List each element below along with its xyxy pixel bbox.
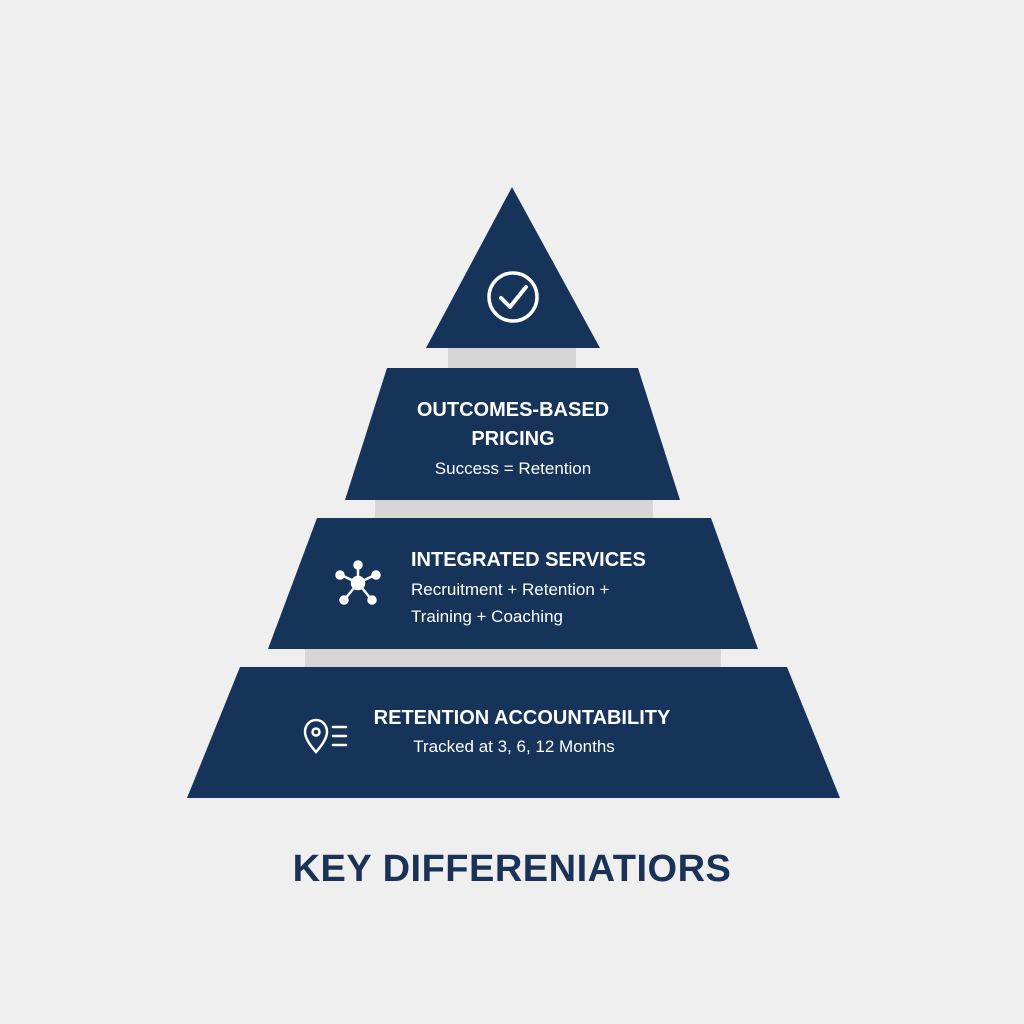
tier-gap-3 [305,649,721,667]
check-circle-icon [487,271,539,323]
tier-integrated-services [268,518,758,649]
network-hub-icon [335,560,381,605]
location-list-icon [303,718,348,754]
tier-gap-1 [448,348,576,368]
tier3-subtitle-line2: Training + Coaching [411,607,563,626]
diagram-title: KEY DIFFERENIATIORS [292,848,732,890]
tier3-title: INTEGRATED SERVICES [411,549,646,571]
tier2-title-line1: OUTCOMES-BASED [417,399,609,421]
tier2-subtitle: Success = Retention [435,459,591,478]
tier4-title: RETENTION ACCOUNTABILITY [374,707,671,729]
tier-gap-2 [375,500,653,518]
tier-retention-accountability [187,667,840,798]
tier2-title-line2: PRICING [471,428,554,450]
tier-apex [426,187,600,348]
tier4-subtitle: Tracked at 3, 6, 12 Months [413,737,615,756]
tier3-subtitle-line1: Recruitment + Retention + [411,580,610,599]
tier-outcomes-pricing [345,368,680,500]
